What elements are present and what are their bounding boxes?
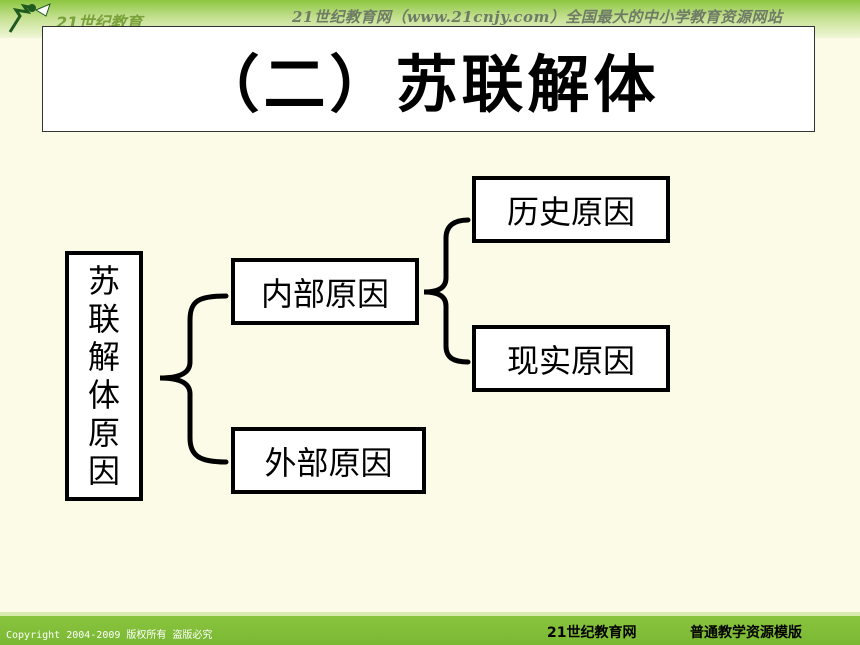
root-bracket bbox=[159, 293, 229, 465]
historical-cause-node: 历史原因 bbox=[472, 176, 670, 243]
root-char: 因 bbox=[87, 452, 120, 490]
title-box: （二）苏联解体 bbox=[42, 26, 815, 132]
root-char: 原 bbox=[87, 414, 120, 452]
external-cause-node: 外部原因 bbox=[231, 427, 426, 494]
internal-cause-node: 内部原因 bbox=[231, 258, 419, 325]
page-title: （二）苏联解体 bbox=[197, 48, 660, 121]
root-node: 苏 联 解 体 原 因 bbox=[65, 251, 143, 501]
footer-band bbox=[0, 612, 860, 645]
root-char: 解 bbox=[87, 338, 120, 376]
present-cause-node: 现实原因 bbox=[472, 325, 670, 392]
root-char: 联 bbox=[87, 300, 120, 338]
root-char: 体 bbox=[87, 376, 120, 414]
footer-template-label: 普通教学资源模版 bbox=[690, 625, 802, 641]
internal-bracket bbox=[423, 217, 471, 365]
footer-stripe bbox=[0, 612, 860, 616]
footer-brand: 21世纪教育网 bbox=[547, 625, 637, 641]
copyright-text: Copyright 2004-2009 版权所有 盗版必究 bbox=[6, 630, 213, 641]
root-char: 苏 bbox=[87, 262, 120, 300]
header-slogan: 21世纪教育网（www.21cnjy.com）全国最大的中小学教育资源网站 bbox=[292, 8, 783, 26]
